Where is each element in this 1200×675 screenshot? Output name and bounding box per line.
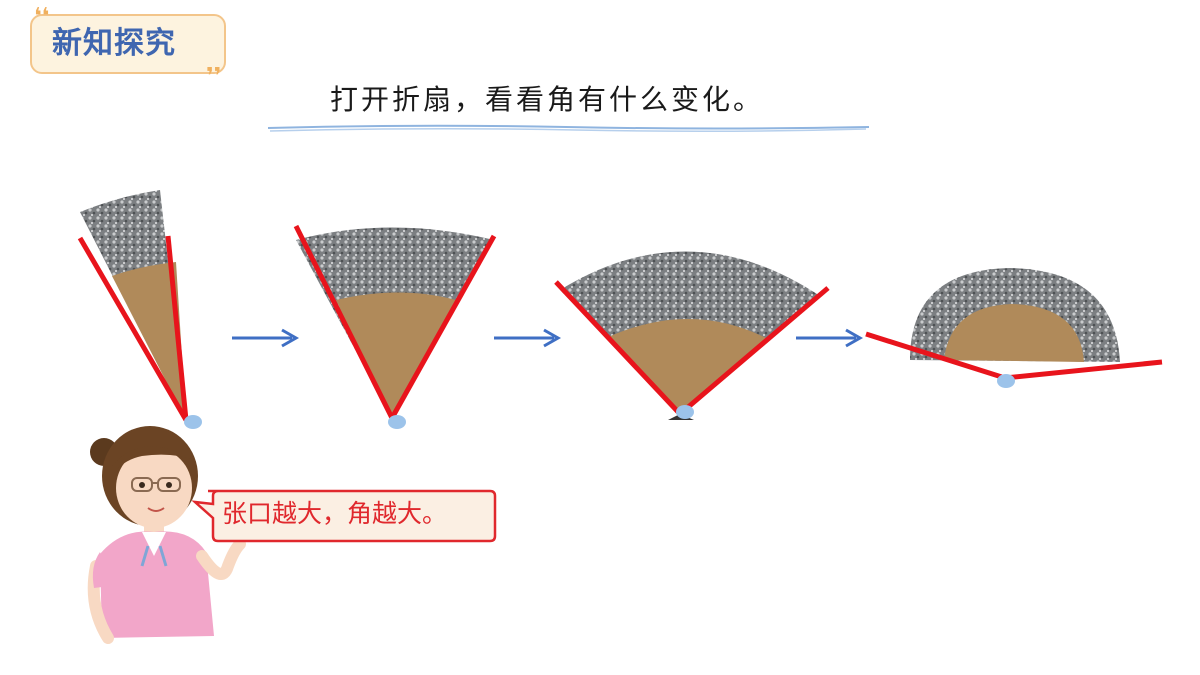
vertex-dot (184, 415, 202, 429)
teacher-illustration (87, 426, 246, 644)
angle-side-right (165, 235, 189, 421)
angle-side-left (554, 280, 682, 416)
title-underline (267, 124, 870, 133)
speech-bubble (192, 489, 497, 543)
vertex-dot (388, 415, 406, 429)
vertex-dot (676, 405, 694, 419)
angle-side-right (1004, 359, 1163, 381)
angle-side-right (678, 286, 830, 416)
fan-small-open (293, 224, 497, 429)
speech-bubble-text: 张口越大，角越大。 (222, 499, 448, 528)
section-tag-box (30, 14, 226, 74)
arrow-icon (796, 328, 864, 348)
angle-side-left (865, 331, 1006, 381)
fan-wide-open (865, 268, 1163, 388)
page-title: 打开折扇，看看角有什么变化。 (330, 83, 765, 116)
angle-side-left (77, 236, 189, 422)
angle-side-left (293, 224, 395, 420)
fan-closed (77, 190, 202, 429)
fan-half-open (554, 251, 830, 420)
section-tag-label: 新知探究 (52, 26, 176, 61)
section-tag: ❛❛ 新知探究 ❜❜ (30, 6, 226, 88)
close-quote-icon: ❜❜ (206, 64, 222, 89)
arrow-icon (232, 328, 300, 348)
open-quote-icon: ❛❛ (34, 4, 50, 29)
vertex-dot (997, 374, 1015, 388)
arrow-icon (494, 328, 562, 348)
angle-side-right (389, 234, 497, 420)
